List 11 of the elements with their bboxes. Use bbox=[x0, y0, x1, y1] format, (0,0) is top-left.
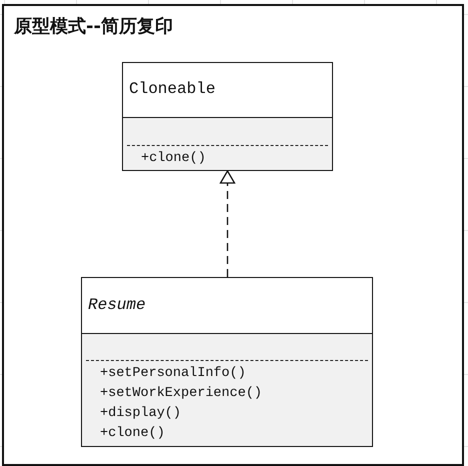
diagram-title: 原型模式--简历复印 bbox=[14, 15, 173, 38]
method-name: +clone() bbox=[100, 426, 165, 442]
realization-arrow bbox=[220, 170, 236, 277]
method-name: +setWorkExperience() bbox=[100, 386, 262, 402]
method-name: +clone() bbox=[141, 150, 206, 166]
class-box bbox=[122, 62, 333, 171]
class-name: Resume bbox=[88, 296, 146, 314]
class-name: Cloneable bbox=[129, 80, 216, 98]
method-name: +display() bbox=[100, 406, 182, 422]
class-box bbox=[81, 277, 373, 447]
method-name: +setPersonalInfo() bbox=[100, 366, 246, 382]
